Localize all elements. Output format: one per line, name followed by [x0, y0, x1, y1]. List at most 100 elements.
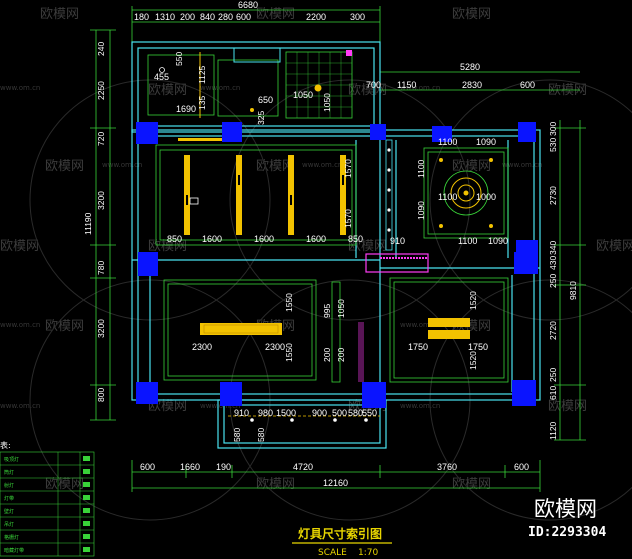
- watermark-url: www.om.cn: [0, 321, 40, 329]
- dim-room-tr: 1090: [488, 236, 508, 246]
- top-rooms: [147, 47, 353, 141]
- watermark-url: www.om.cn: [0, 84, 40, 92]
- dim-balcony: 550: [362, 408, 377, 418]
- brand-badge: 欧模网 ID:2293304: [528, 497, 606, 540]
- watermark-text: 欧模网: [256, 7, 295, 22]
- dim-small: 455: [154, 72, 169, 82]
- dim-room3: 1520: [468, 291, 478, 310]
- drawing-title-block: 灯具尺寸索引图 SCALE 1:70: [292, 526, 392, 558]
- dim-grid: 1050: [322, 93, 332, 112]
- legend-title: 表:: [0, 440, 11, 450]
- dim-right-outer: 5280: [460, 62, 480, 72]
- dim-top: 2200: [306, 12, 326, 22]
- watermark-text: 欧模网: [452, 477, 491, 492]
- dim-room1: 1600: [202, 234, 222, 244]
- ceiling-light: [428, 330, 470, 339]
- dim-right-side: 530: [548, 138, 558, 152]
- dim-small: 325: [256, 111, 266, 125]
- dim-bottom: 3760: [437, 462, 457, 472]
- legend-row: 吸顶灯: [4, 456, 19, 463]
- dim-right-side: 2720: [548, 321, 558, 340]
- dim-right: 2830: [462, 80, 482, 90]
- dim-left: 800: [96, 388, 106, 402]
- dim-balcony: 900: [312, 408, 327, 418]
- watermark-text: 欧模网: [348, 83, 387, 98]
- watermark-url: www.om.cn: [400, 402, 440, 410]
- dimension-labels: 6680 180 1310 200 840 280 600 2200 300 5…: [83, 0, 578, 488]
- dim-right-side: 340: [548, 241, 558, 255]
- dim-balcony: 580: [348, 408, 363, 418]
- dim-right-side: 250: [548, 368, 558, 382]
- dim-right-side: 300: [548, 122, 558, 136]
- dim-room1: 850: [348, 234, 363, 244]
- legend-row: 吊灯: [4, 521, 14, 528]
- watermark-text: 欧模网: [452, 159, 491, 174]
- watermark-url: www.om.cn: [0, 402, 40, 410]
- dim-top-outer: 6680: [238, 0, 258, 10]
- dim-top: 280: [218, 12, 233, 22]
- dim-left: 3200: [96, 319, 106, 338]
- scale-label: SCALE: [318, 548, 347, 558]
- dim-room-tr: 1100: [438, 137, 457, 147]
- dim-room2: 2300: [192, 342, 212, 352]
- dim-top: 200: [180, 12, 195, 22]
- dim-room2: 1550: [284, 293, 294, 312]
- room-bottom-left: [163, 279, 364, 383]
- dim-room1: 1600: [306, 234, 326, 244]
- dim-bottom: 190: [216, 462, 231, 472]
- legend-row: 格栅灯: [4, 534, 19, 541]
- watermark-text: 欧模网: [548, 399, 587, 414]
- dim-right: 600: [520, 80, 535, 90]
- watermark-text: 欧模网: [548, 83, 587, 98]
- dim-left: 240: [96, 42, 106, 56]
- dim-bottom: 600: [514, 462, 529, 472]
- brand-id: ID:2293304: [528, 525, 606, 540]
- room-top-left: [155, 144, 357, 246]
- watermark-text: 欧模网: [452, 7, 491, 22]
- legend-row: 暗藏灯带: [4, 547, 24, 554]
- dim-top: 840: [200, 12, 215, 22]
- legend-row: 壁灯: [4, 508, 14, 515]
- dim-bottom: 4720: [293, 462, 313, 472]
- dim-right-side: 430: [548, 256, 558, 270]
- watermark-text: 欧模网: [348, 239, 387, 254]
- dimension-lines: [90, 6, 586, 492]
- dim-room-tr: 1100: [416, 159, 426, 178]
- downlight-icon: [159, 67, 165, 73]
- dim-room2-mid: 995: [322, 304, 332, 318]
- drawing-title: 灯具尺寸索引图: [298, 526, 382, 541]
- dim-right-total: 9810: [568, 281, 578, 300]
- legend-row: 射灯: [4, 482, 14, 489]
- dim-balcony-v: 580: [256, 428, 266, 442]
- dim-top: 180: [134, 12, 149, 22]
- legend-row: 筒灯: [4, 469, 14, 476]
- dim-room3: 1520: [468, 351, 478, 370]
- dim-left: 3200: [96, 191, 106, 210]
- watermark-text: 欧模网: [148, 83, 187, 98]
- structural-columns: [136, 122, 538, 408]
- watermark-url: www.om.cn: [302, 161, 342, 169]
- dim-right: 1150: [397, 80, 416, 90]
- watermark-text: 欧模网: [45, 319, 84, 334]
- dim-room-tr: 1100: [458, 236, 477, 246]
- dim-right-side: 2730: [548, 186, 558, 205]
- ceiling-light: [428, 318, 470, 327]
- dim-small: 550: [174, 52, 184, 66]
- dim-room2-mid: 200: [322, 348, 332, 362]
- dim-room-tr: 1100: [438, 192, 457, 202]
- dim-bottom-total: 12160: [323, 478, 348, 488]
- dim-room1: 1600: [254, 234, 274, 244]
- watermark-url: www.om.cn: [502, 161, 542, 169]
- brand-name: 欧模网: [534, 497, 597, 521]
- watermark-url: www.om.cn: [400, 84, 440, 92]
- dim-right-side: 1120: [548, 421, 558, 440]
- pendant-light: [200, 323, 282, 335]
- dim-balcony: 910: [234, 408, 249, 418]
- chandelier-icon: [457, 184, 475, 202]
- dim-left: 780: [96, 261, 106, 275]
- dim-left-total: 11190: [83, 212, 93, 235]
- dim-room1-v: 1570: [343, 209, 353, 228]
- light-strip: [178, 138, 222, 141]
- watermark-url: www.om.cn: [400, 321, 440, 329]
